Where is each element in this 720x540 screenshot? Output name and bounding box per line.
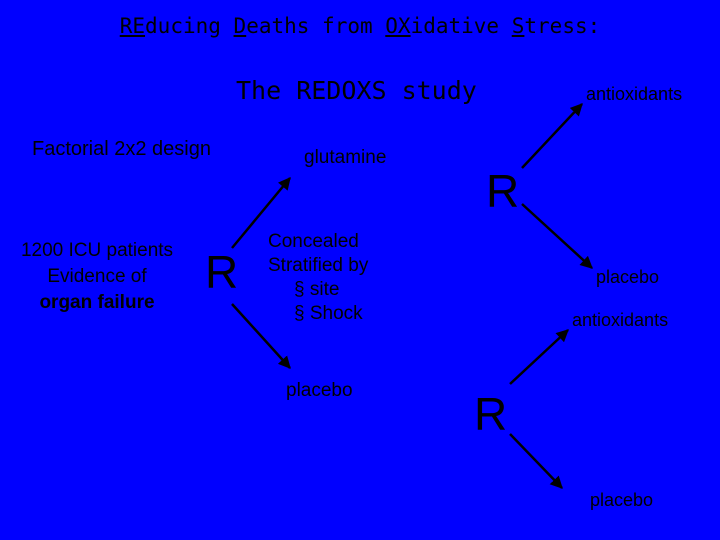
title-underlined-ox: OX [385, 14, 411, 38]
arrow-to-antioxidants-lower [509, 329, 569, 385]
strata-site: § site [294, 279, 340, 300]
patients-box: 1200 ICU patients Evidence of organ fail… [4, 238, 190, 316]
slide-title: REducing Deaths from OXidative Stress: [0, 14, 720, 38]
allocation-concealed: Concealed [268, 231, 359, 252]
arm-antioxidants-lower: antioxidants [572, 310, 669, 330]
title-rest-1: ducing [145, 14, 234, 38]
patients-count: 1200 ICU patients [20, 240, 174, 261]
bullet-icon: § [294, 279, 305, 300]
arrow-to-placebo-lower [509, 433, 563, 489]
randomize-symbol-2: R [486, 165, 520, 217]
bullet-icon: § [294, 303, 305, 324]
strata-shock: § Shock [294, 303, 363, 324]
arm-placebo-lower: placebo [590, 490, 654, 510]
patients-organ-failure: organ failure [39, 292, 155, 313]
arrow-to-glutamine [231, 177, 291, 249]
arrow-to-placebo-first [231, 303, 291, 369]
study-subtitle: The REDOXS study [236, 76, 477, 105]
title-underlined-d: D [233, 14, 247, 38]
allocation-stratified: Stratified by [268, 255, 369, 276]
allocation-notes: Concealed Stratified by § site § Shock [268, 230, 368, 326]
arm-antioxidants-upper: antioxidants [586, 84, 683, 104]
arm-placebo-first: placebo [286, 380, 353, 401]
arm-placebo-upper: placebo [596, 267, 660, 287]
title-rest-2: eaths from [246, 14, 386, 38]
patients-evidence: Evidence of [47, 266, 147, 287]
randomize-symbol-3: R [474, 388, 508, 440]
arrow-to-placebo-upper [521, 203, 593, 269]
arm-glutamine: glutamine [304, 147, 387, 168]
title-rest-4: tress: [524, 14, 601, 38]
randomize-symbol-1: R [205, 246, 239, 298]
title-underlined-s: S [511, 14, 525, 38]
arrow-to-antioxidants-upper [521, 103, 583, 169]
title-rest-3: idative [410, 14, 512, 38]
title-underlined-re: RE [119, 14, 146, 38]
design-label: Factorial 2x2 design [32, 138, 211, 160]
